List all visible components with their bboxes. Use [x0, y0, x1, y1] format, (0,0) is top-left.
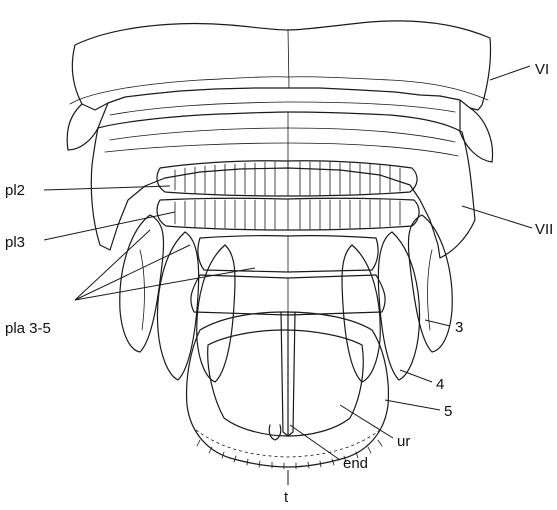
- label-end: end: [343, 455, 368, 472]
- label-5: 5: [444, 403, 452, 420]
- label-3: 3: [455, 319, 463, 336]
- pleopods: [120, 215, 452, 382]
- label-ur: ur: [397, 433, 410, 450]
- segment-vi: [67, 21, 492, 162]
- label-pla-3-5: pla 3-5: [5, 320, 51, 337]
- telson: [187, 312, 389, 469]
- gill-plate-pl2: [157, 161, 417, 196]
- abdominal-segments: [191, 236, 385, 315]
- label-t: t: [284, 489, 289, 506]
- label-4: 4: [436, 376, 444, 393]
- label-vii: VII: [535, 221, 553, 238]
- label-pl3: pl3: [5, 234, 25, 251]
- label-pl2: pl2: [5, 182, 25, 199]
- label-vi: VI: [535, 61, 549, 78]
- gill-plate-pl3: [157, 198, 419, 230]
